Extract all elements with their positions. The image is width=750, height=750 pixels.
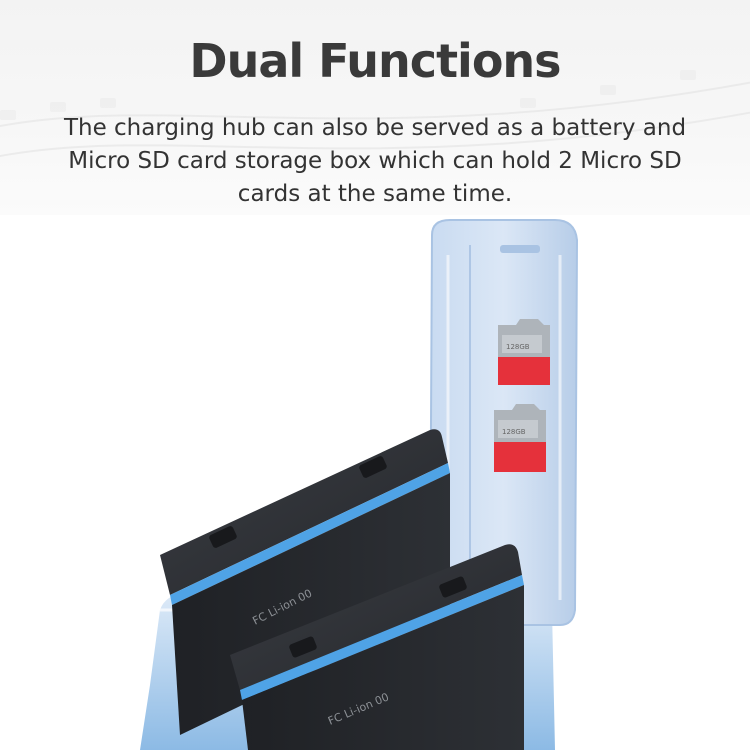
page-subtitle: The charging hub can also be served as a… bbox=[63, 115, 687, 207]
charging-hub-product-image: 128GB 128GB FC Li-ion 00 FC Li-ion 00 bbox=[140, 219, 579, 750]
micro-sd-card-1: 128GB bbox=[498, 319, 550, 385]
svg-text:128GB: 128GB bbox=[506, 343, 530, 351]
film-strip-background-graphic bbox=[0, 70, 750, 157]
svg-text:128GB: 128GB bbox=[502, 428, 526, 436]
header-banner: Dual Functions The charging hub can also… bbox=[0, 0, 750, 215]
micro-sd-card-2: 128GB bbox=[494, 404, 546, 472]
battery-2: FC Li-ion 00 bbox=[230, 544, 524, 750]
battery-1: FC Li-ion 00 bbox=[160, 429, 450, 735]
page-title: Dual Functions bbox=[189, 34, 561, 88]
